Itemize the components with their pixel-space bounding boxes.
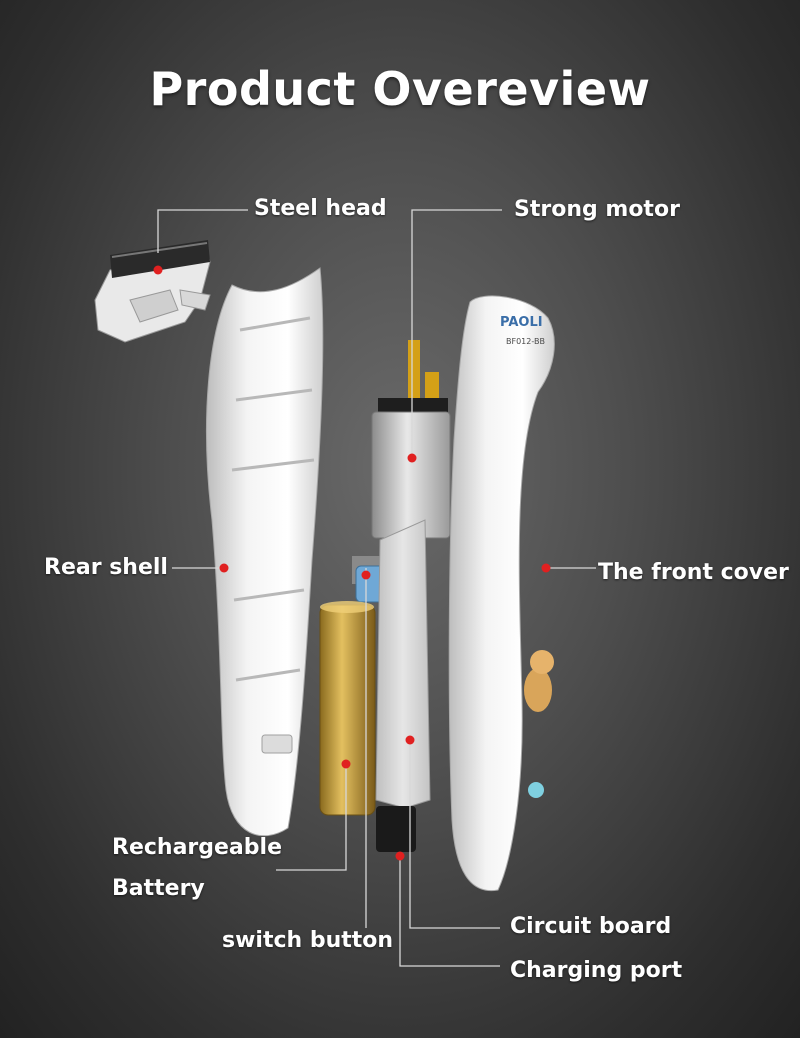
marker-circuit-board	[405, 735, 415, 745]
circuit-board	[375, 519, 431, 852]
leader-charging-port	[399, 856, 500, 967]
battery	[319, 601, 376, 816]
label-charging-port: Charging port	[510, 958, 683, 983]
marker-steel-head	[153, 265, 163, 275]
model-text: BF012-BB	[506, 337, 545, 346]
label-battery-line2: Battery	[112, 876, 205, 901]
label-steel-head: Steel head	[254, 196, 387, 221]
marker-rear-shell	[219, 563, 229, 573]
brand-text: PAOLI	[500, 315, 543, 330]
label-strong-motor: Strong motor	[514, 197, 680, 222]
motor	[371, 340, 451, 539]
marker-front-cover	[541, 563, 551, 573]
steel-head	[94, 240, 211, 343]
label-rear-shell: Rear shell	[44, 555, 168, 580]
label-front-cover: The front cover	[598, 560, 789, 585]
front-cover: PAOLI BF012-BB	[448, 295, 555, 892]
leader-battery	[276, 764, 347, 871]
rear-shell	[205, 267, 324, 837]
marker-strong-motor	[407, 453, 417, 463]
marker-battery	[341, 759, 351, 769]
marker-switch-button	[361, 570, 371, 580]
page-title: Product Overeview	[149, 62, 651, 116]
leader-lines	[157, 209, 596, 967]
label-switch-button: switch button	[222, 928, 394, 953]
markers	[153, 265, 551, 861]
label-battery-line1: Rechargeable	[112, 835, 282, 860]
label-circuit-board: Circuit board	[510, 914, 672, 939]
leader-circuit-board	[409, 740, 500, 929]
leader-steel-head	[157, 209, 248, 253]
marker-charging-port	[395, 851, 405, 861]
leader-strong-motor	[411, 209, 502, 458]
